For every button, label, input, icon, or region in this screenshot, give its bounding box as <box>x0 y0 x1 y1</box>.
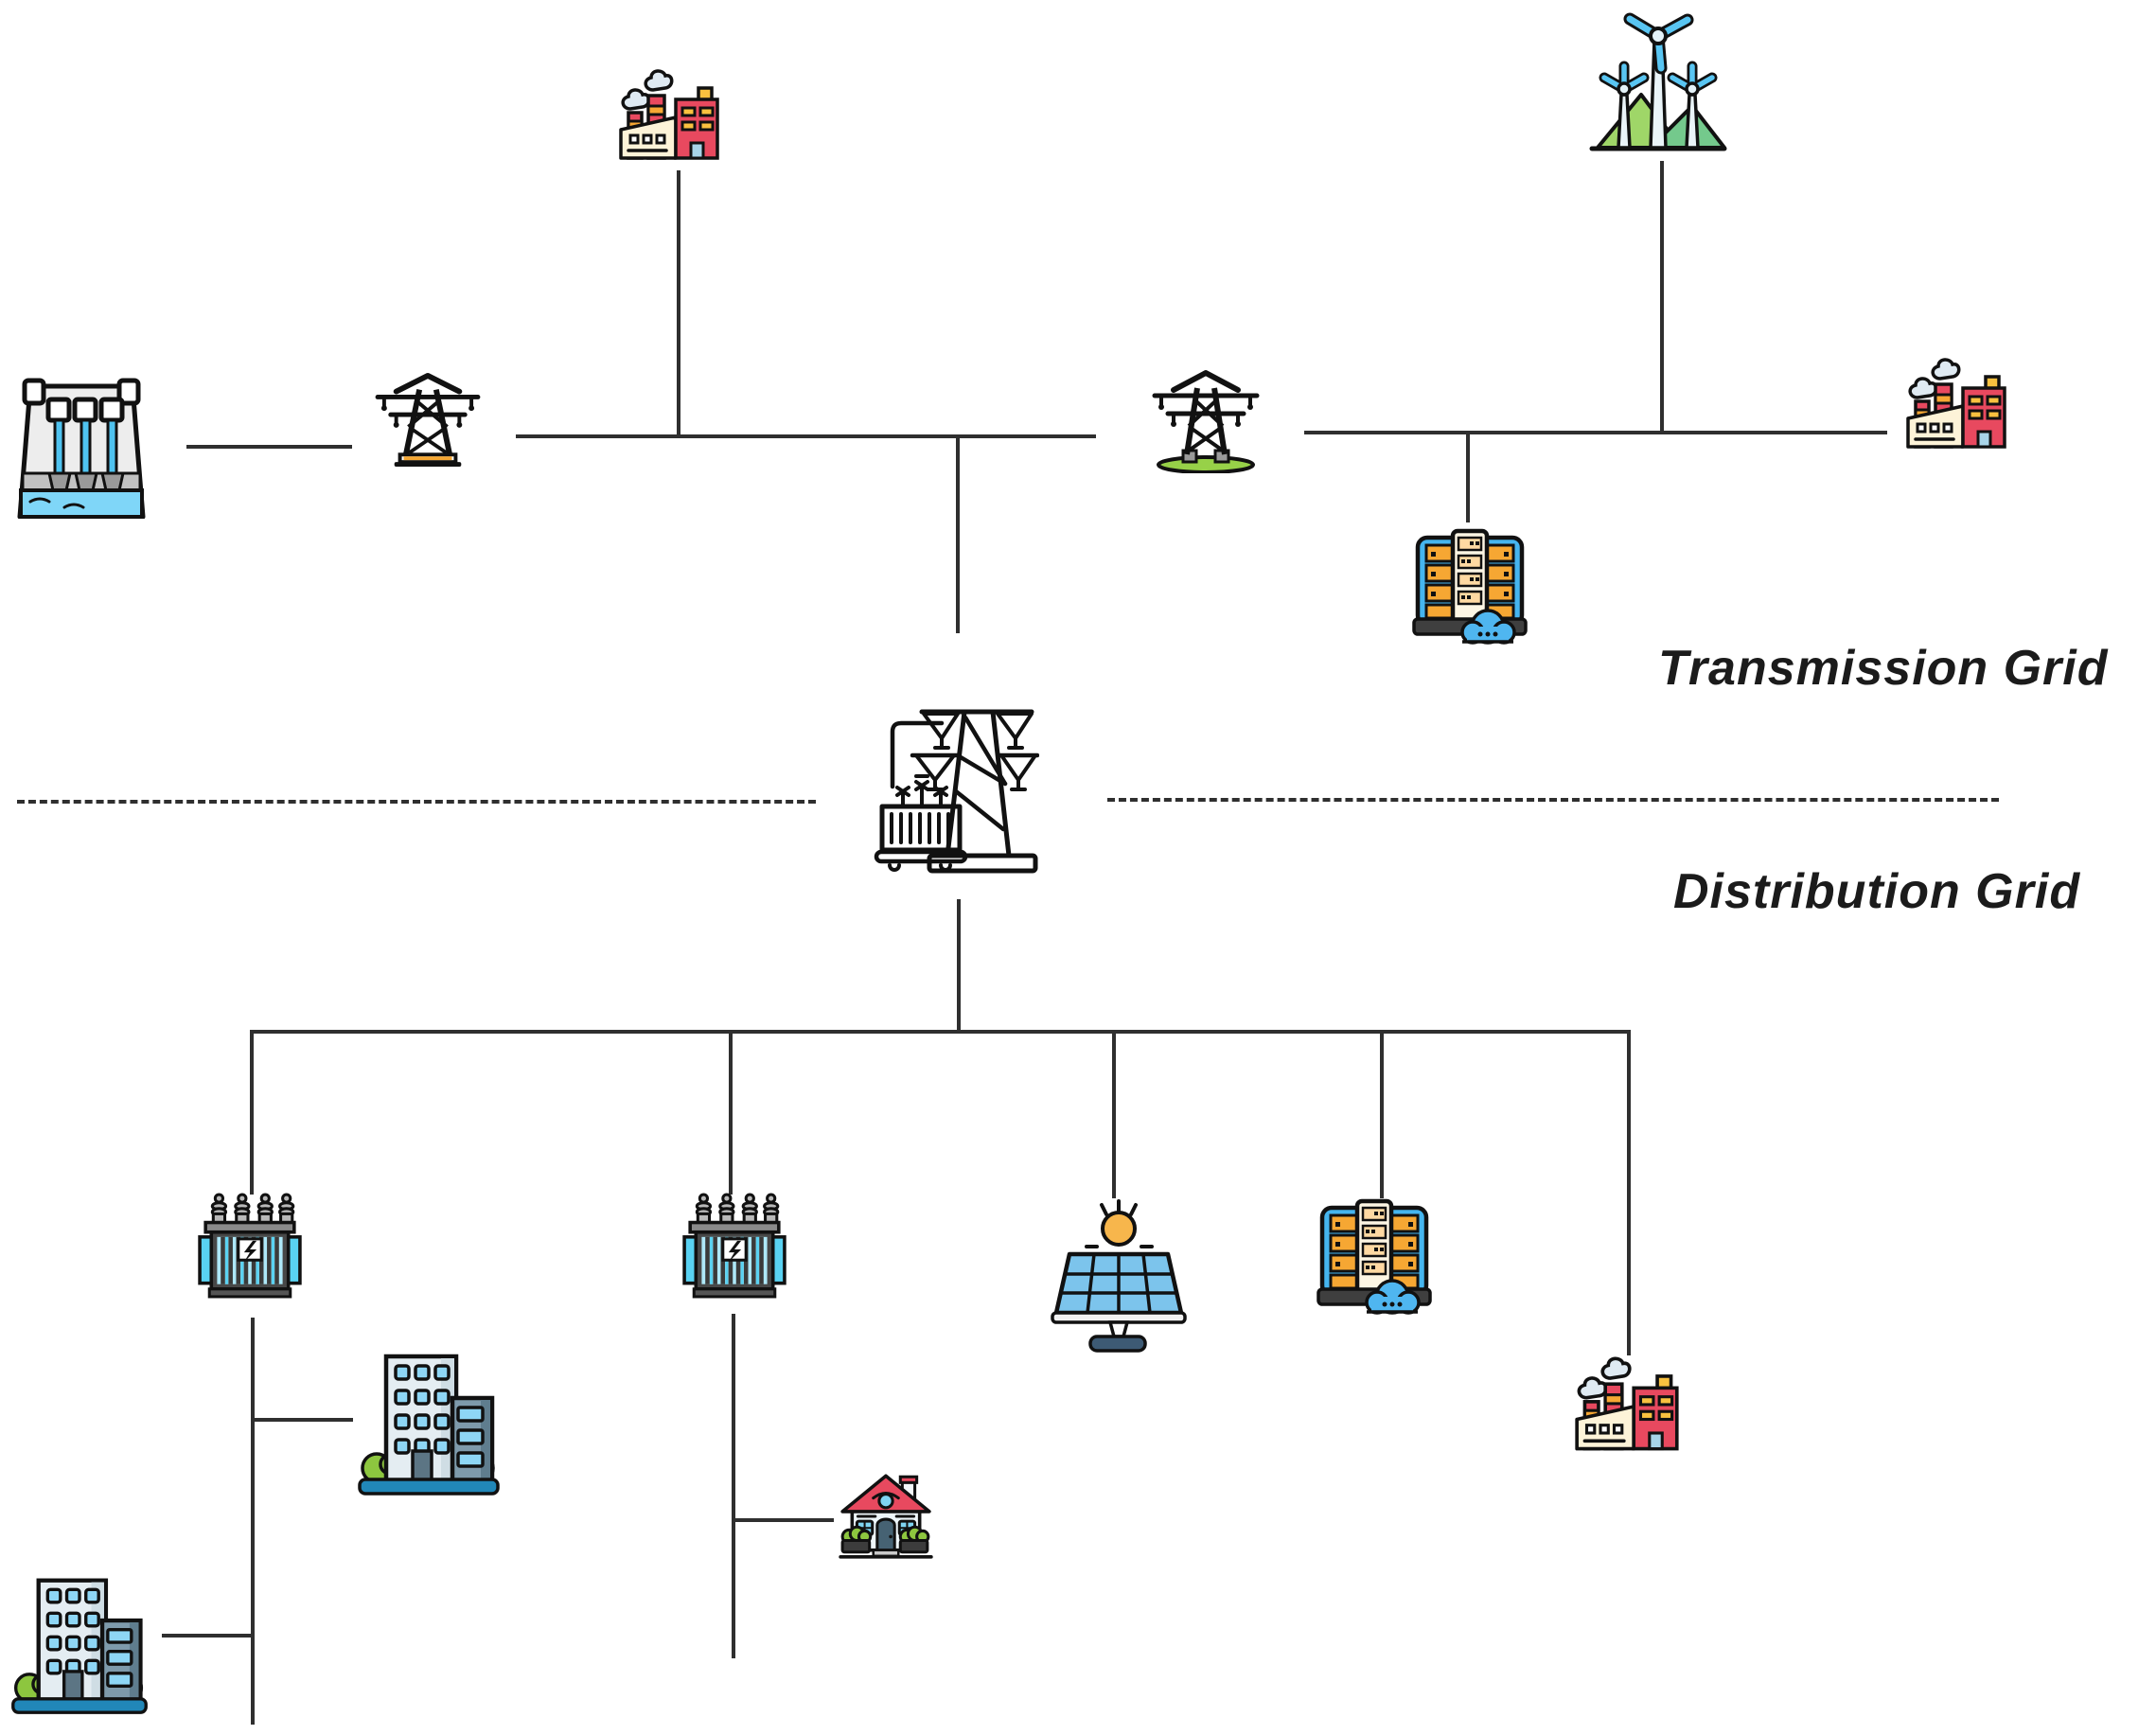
edge-datacenter2-drop <box>1380 1030 1384 1198</box>
wind-turbines-icon <box>1586 6 1730 157</box>
edge-solar-drop <box>1112 1030 1116 1198</box>
grid-separator-dashed-right <box>1107 798 1999 802</box>
edge-below-transformer2 <box>732 1314 735 1658</box>
factory-icon <box>617 66 723 167</box>
office-building-icon <box>354 1348 504 1499</box>
factory-icon <box>1904 356 2010 454</box>
office-building-icon <box>8 1573 151 1717</box>
transmission-tower-icon <box>372 371 484 468</box>
transmission-tower-icon <box>1149 367 1263 473</box>
data-center-icon <box>1412 526 1528 646</box>
solar-panel-icon <box>1041 1196 1193 1355</box>
distribution-grid-label: Distribution Grid <box>1673 864 2081 919</box>
edge-dam-tower1 <box>186 445 352 449</box>
edge-wind-drop <box>1660 161 1664 431</box>
edge-to-house <box>732 1518 834 1522</box>
edge-to-office2 <box>162 1634 252 1638</box>
data-center-icon <box>1317 1196 1432 1316</box>
edge-transmission-bus-2 <box>1304 431 1887 434</box>
edge-transformer2-drop <box>729 1030 733 1195</box>
edge-to-office1 <box>251 1418 353 1422</box>
edge-distribution-bus <box>250 1030 1630 1034</box>
distribution-transformer-icon <box>198 1193 302 1301</box>
factory-icon <box>1573 1354 1683 1458</box>
edge-datacenter1-drop <box>1466 431 1470 522</box>
edge-bus1-substation <box>956 434 960 633</box>
substation-transformer-icon <box>867 697 1039 876</box>
edge-below-transformer1 <box>251 1318 255 1725</box>
house-icon <box>837 1469 935 1562</box>
distribution-transformer-icon <box>682 1193 786 1301</box>
grid-separator-dashed-left <box>17 800 816 804</box>
edge-substation-bus <box>957 899 961 1032</box>
edge-factory1-drop <box>677 170 680 434</box>
edge-transmission-bus-1 <box>516 434 1096 438</box>
hydro-dam-icon <box>17 375 146 519</box>
edge-transformer1-drop <box>250 1030 254 1195</box>
edge-factory3-drop <box>1627 1030 1631 1355</box>
transmission-grid-label: Transmission Grid <box>1658 641 2109 696</box>
